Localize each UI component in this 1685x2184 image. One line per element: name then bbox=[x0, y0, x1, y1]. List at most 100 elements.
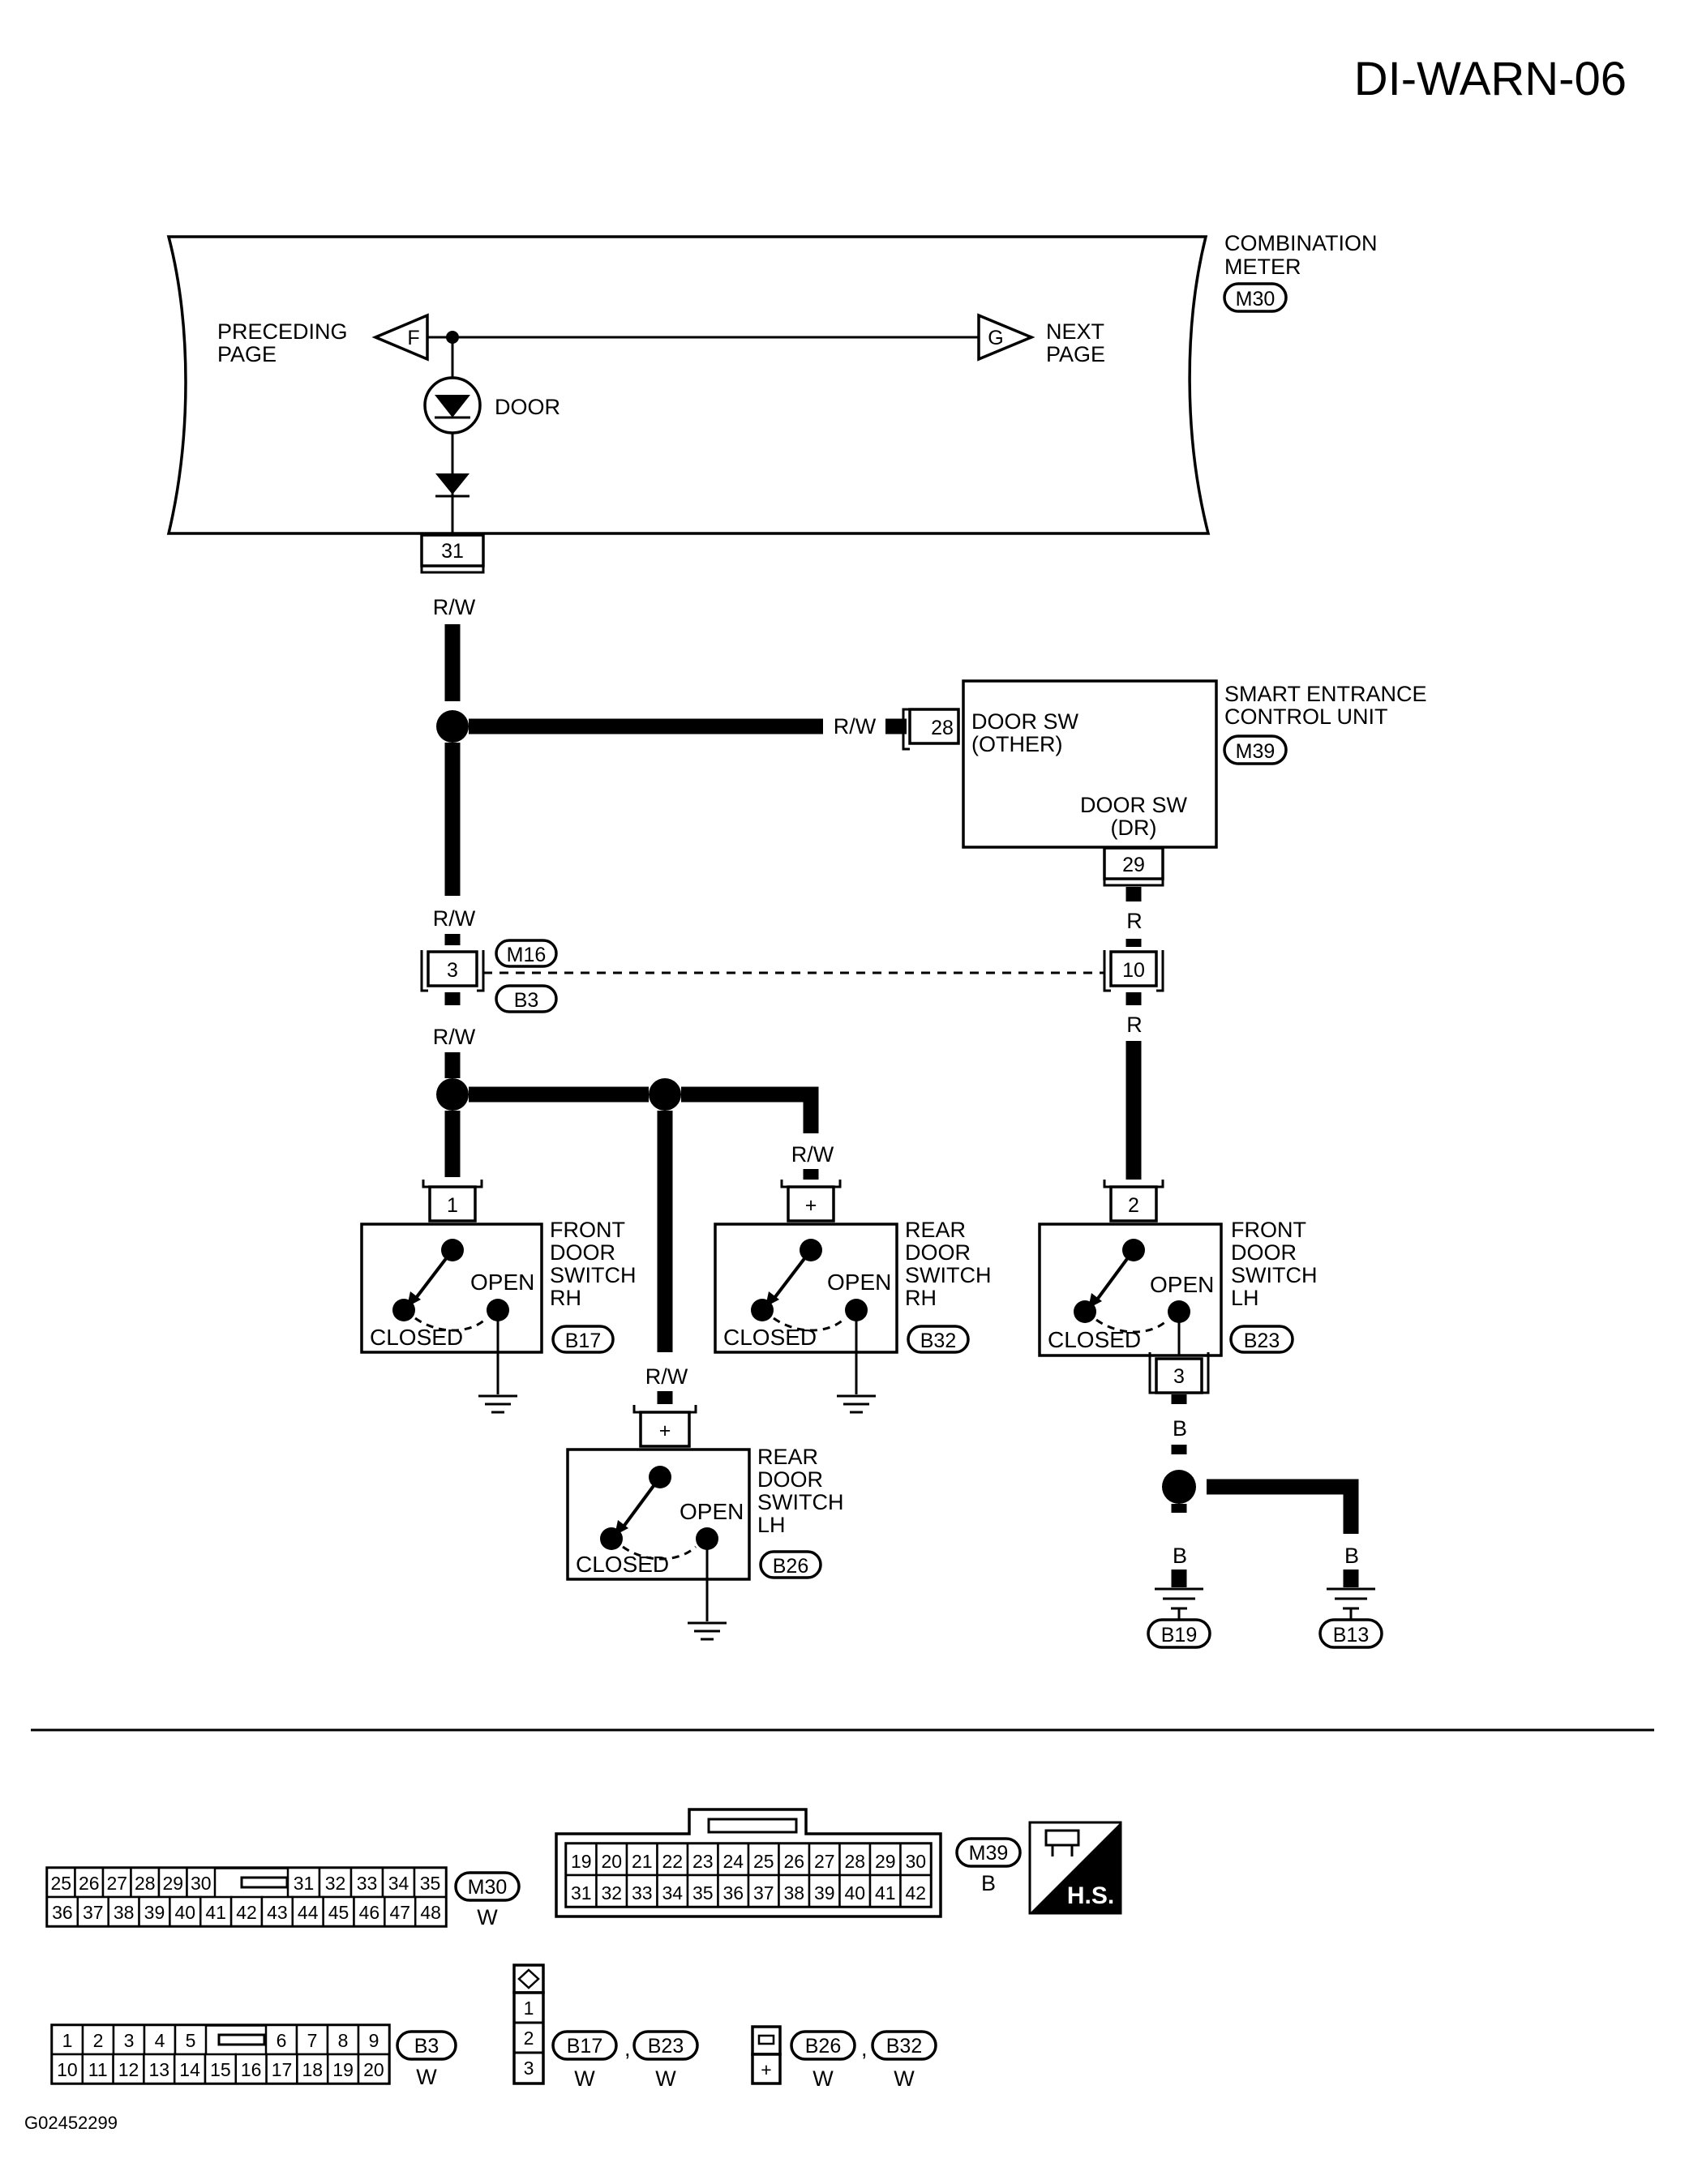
pin-cell bbox=[234, 2053, 268, 2085]
pin-number: 4 bbox=[155, 2030, 165, 2051]
connector-m16-label: M16 bbox=[507, 944, 547, 966]
pin-number: 5 bbox=[186, 2030, 196, 2051]
preceding-page-label-2: PAGE bbox=[217, 342, 277, 366]
open-label: OPEN bbox=[470, 1270, 534, 1295]
pin-cell bbox=[899, 1874, 933, 1908]
ground-icon bbox=[837, 1394, 876, 1414]
closed-label: CLOSED bbox=[1048, 1327, 1141, 1352]
ground-b19: B19 bbox=[1147, 1587, 1211, 1649]
closed-label: CLOSED bbox=[576, 1552, 669, 1577]
pin-cell bbox=[414, 1895, 448, 1928]
pin-number: 34 bbox=[662, 1882, 683, 1904]
rear-door-switch-rh-label-1: REAR bbox=[905, 1218, 966, 1242]
pin-number: 20 bbox=[363, 2059, 384, 2080]
pin-number: 32 bbox=[325, 1873, 346, 1894]
door-sw-other-label-1: DOOR SW bbox=[971, 709, 1079, 734]
front-door-switch-rh: 1 OPEN CLOSED FRONT DOOR SWITCH RH B17 bbox=[360, 1180, 636, 1414]
terminal-29: 29 bbox=[1122, 854, 1145, 876]
pin-number: 14 bbox=[179, 2059, 200, 2080]
splice-dot bbox=[436, 1078, 469, 1111]
page-id: DI-WARN-06 bbox=[1354, 53, 1627, 105]
splice-dot bbox=[1162, 1470, 1196, 1504]
joint-connector-m16-b3: 3 M16 B3 10 bbox=[420, 939, 1164, 1013]
svg-text:3: 3 bbox=[524, 2058, 534, 2079]
pin-cell bbox=[295, 2023, 329, 2056]
pin-number: 25 bbox=[50, 1873, 71, 1894]
pin-cell bbox=[717, 1874, 750, 1908]
next-page-label-2: PAGE bbox=[1046, 342, 1105, 366]
pin-number: 30 bbox=[905, 1851, 926, 1872]
harness-side-badge: H.S. bbox=[1028, 1821, 1122, 1915]
front-door-switch-lh: 2 OPEN CLOSED 3 FRONT DOOR SWITCH LH B23 bbox=[1038, 1180, 1317, 1394]
pin-number: 8 bbox=[338, 2030, 349, 2051]
pin-cell bbox=[595, 1842, 628, 1877]
pin-number: 25 bbox=[753, 1851, 774, 1872]
pin-cell bbox=[174, 2023, 208, 2056]
pin-cell bbox=[74, 1866, 105, 1899]
pin-number: 1 bbox=[62, 2030, 73, 2051]
front-door-switch-lh-label-2: DOOR bbox=[1231, 1240, 1297, 1265]
rear-door-switch-lh-label-4: LH bbox=[757, 1513, 786, 1537]
pin-cell bbox=[322, 1895, 355, 1928]
lock-tab-icon bbox=[757, 2034, 775, 2045]
pin-number: 28 bbox=[135, 1873, 156, 1894]
pin-cell bbox=[717, 1842, 750, 1877]
pin-cell bbox=[112, 2053, 145, 2085]
open-label: OPEN bbox=[827, 1270, 891, 1295]
pin-cell bbox=[357, 2023, 391, 2056]
pin-cell bbox=[186, 1866, 217, 1899]
smart-entrance-control-unit: 28 DOOR SW (OTHER) DOOR SW (DR) SMART EN… bbox=[902, 679, 1427, 887]
pin-cell bbox=[357, 2053, 391, 2085]
rear-door-switch-rh-label-2: DOOR bbox=[905, 1240, 971, 1265]
pin-cell bbox=[112, 2023, 146, 2056]
pin-cell bbox=[143, 2053, 176, 2085]
connector-badge-m39 bbox=[1223, 734, 1288, 765]
ground-icon bbox=[1327, 1587, 1375, 1610]
pin-number: 27 bbox=[814, 1851, 835, 1872]
terminal-3: 3 bbox=[447, 959, 458, 982]
closed-label: CLOSED bbox=[723, 1325, 817, 1350]
door-lamp-label: DOOR bbox=[495, 395, 560, 419]
connector-view-m39-id: M39 bbox=[969, 1842, 1009, 1865]
rear-door-switch-lh-label-3: SWITCH bbox=[757, 1490, 843, 1514]
connector-m39-label: M39 bbox=[1236, 740, 1276, 763]
smart-entrance-label-2: CONTROL UNIT bbox=[1224, 704, 1388, 729]
preceding-page-marker: F bbox=[407, 327, 419, 349]
pin-number: 27 bbox=[106, 1873, 127, 1894]
next-page-marker: G bbox=[988, 327, 1003, 349]
rear-door-switch-lh-label-1: REAR bbox=[757, 1445, 818, 1469]
svg-text:2: 2 bbox=[524, 2028, 534, 2049]
pin-number: 39 bbox=[814, 1882, 835, 1904]
pin-cell bbox=[326, 2053, 360, 2085]
pin-number: 16 bbox=[241, 2059, 262, 2080]
svg-text:W: W bbox=[655, 2066, 676, 2091]
pin-cell bbox=[625, 1874, 658, 1908]
pin-number: 48 bbox=[420, 1902, 441, 1923]
svg-text:,: , bbox=[624, 2036, 631, 2061]
wire-b bbox=[1207, 1479, 1359, 1534]
pin-cell bbox=[143, 2023, 177, 2056]
pin-number: 33 bbox=[357, 1873, 378, 1894]
terminal-1: 1 bbox=[447, 1194, 458, 1217]
pin-cell bbox=[45, 1866, 76, 1899]
combination-meter-label-1: COMBINATION bbox=[1224, 231, 1378, 255]
connector-housing-icon bbox=[1044, 1829, 1080, 1856]
front-door-switch-rh-label-4: RH bbox=[550, 1286, 581, 1310]
pin-cell bbox=[101, 1866, 132, 1899]
pin-number: 38 bbox=[783, 1882, 804, 1904]
smart-entrance-label-1: SMART ENTRANCE bbox=[1224, 682, 1427, 706]
wire-color-b-3: B bbox=[1344, 1544, 1359, 1568]
closed-label: CLOSED bbox=[370, 1325, 463, 1350]
connector-m30-label: M30 bbox=[1236, 288, 1276, 310]
rear-door-switch-lh-label-2: DOOR bbox=[757, 1467, 823, 1492]
harness-side-label: H.S. bbox=[1067, 1882, 1114, 1909]
pin-number: 17 bbox=[272, 2059, 293, 2080]
connector-b32-label: B32 bbox=[920, 1330, 956, 1352]
combination-meter-label-2: METER bbox=[1224, 255, 1301, 279]
diode-icon bbox=[435, 473, 469, 495]
rear-door-switch-lh: + OPEN CLOSED REAR DOOR SWITCH LH B26 bbox=[566, 1405, 843, 1641]
pin-number: 29 bbox=[162, 1873, 183, 1894]
pin-cell bbox=[173, 2053, 207, 2085]
door-sw-dr-label-2: (DR) bbox=[1111, 816, 1157, 840]
